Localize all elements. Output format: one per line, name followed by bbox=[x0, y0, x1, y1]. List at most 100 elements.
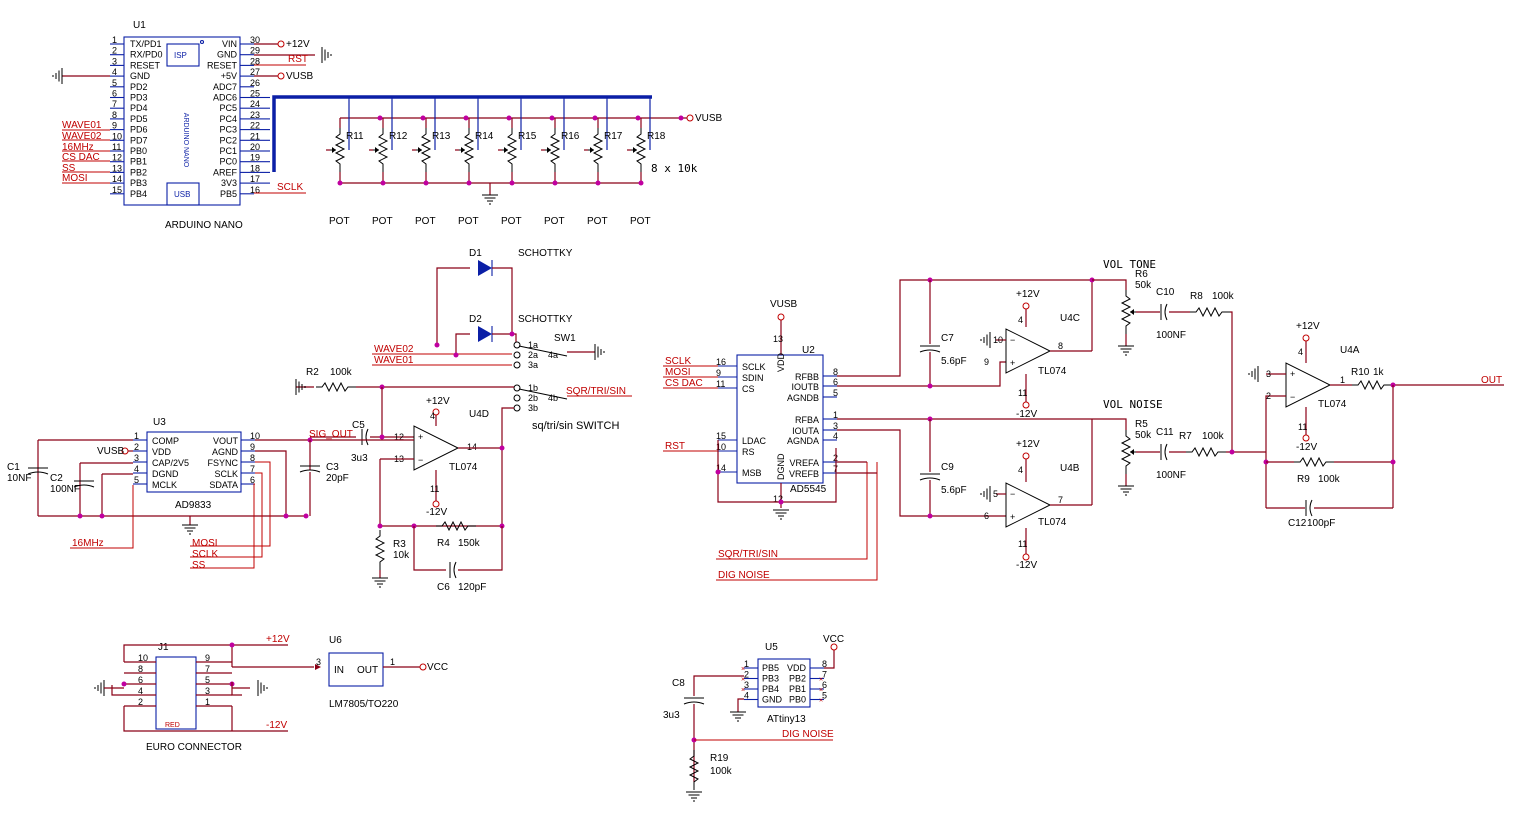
u4a-pin-inn: 2 bbox=[1266, 391, 1271, 401]
u3-pin-num: 10 bbox=[250, 431, 260, 441]
no-connect-icon: × bbox=[741, 666, 745, 673]
no-connect-icon: × bbox=[819, 698, 823, 705]
u1-pin-label: GND bbox=[217, 50, 238, 60]
j1-pin-num: 6 bbox=[138, 675, 143, 685]
sw-pin-2a: 2a bbox=[528, 350, 538, 360]
u1-pin-num: 17 bbox=[250, 174, 260, 184]
u1-pin-num: 29 bbox=[250, 46, 260, 56]
u3-ref: U3 bbox=[153, 417, 166, 428]
u4a-out-net: OUT bbox=[1481, 375, 1502, 386]
u2-pin-num: 3 bbox=[833, 421, 838, 431]
u2-pin-num: 14 bbox=[716, 463, 726, 473]
r6-value: 50k bbox=[1135, 280, 1152, 291]
sw-pin-1b: 1b bbox=[528, 383, 538, 393]
u1-pin-num: 24 bbox=[250, 99, 260, 109]
u4a-stage: 3 2 1 R10 1k OUT R9 100k C12 100pF +12V … bbox=[1248, 321, 1504, 529]
sw-pin-3b: 3b bbox=[528, 403, 538, 413]
sw-ref: SW1 bbox=[554, 333, 576, 344]
u3-pin-num: 9 bbox=[250, 442, 255, 452]
j1-p12-net: +12V bbox=[266, 634, 290, 645]
u3-pin-num: 6 bbox=[250, 475, 255, 485]
u1-pin-label: PB1 bbox=[130, 157, 147, 167]
u1-right-pins: 30VIN29GND28RESET27+5V26ADC725ADC624PC52… bbox=[207, 35, 260, 199]
r7-value: 100k bbox=[1202, 431, 1225, 442]
pot-symbol bbox=[329, 127, 345, 173]
u1-pin-num: 11 bbox=[112, 142, 121, 152]
u5-pin-label: VDD bbox=[787, 663, 807, 673]
u2-net-sqr: SQR/TRI/SIN bbox=[718, 549, 778, 560]
u4a-pin-vee: 11 bbox=[1298, 422, 1307, 432]
u1-pin-num: 9 bbox=[112, 121, 117, 131]
u1-pin-label: PC0 bbox=[219, 157, 237, 167]
u4a-name: TL074 bbox=[1318, 399, 1347, 410]
d1-type: SCHOTTKY bbox=[518, 248, 573, 259]
u2-pin-label: SCLK bbox=[742, 362, 766, 372]
u4c-pin-vee: 11 bbox=[1018, 388, 1027, 398]
u1-pin-num: 30 bbox=[250, 35, 260, 45]
vol-tone-label: VOL TONE bbox=[1103, 258, 1156, 271]
r5-ref: R5 bbox=[1135, 419, 1148, 430]
pot-label: POT bbox=[372, 216, 393, 227]
u4b-pin-inp: 5 bbox=[993, 489, 998, 499]
u1-pin-label: GND bbox=[130, 71, 151, 81]
u4d-ref: U4D bbox=[469, 409, 489, 420]
u2-pin-num: 10 bbox=[716, 442, 726, 452]
u3-pin-label: AGND bbox=[212, 447, 239, 457]
u1-sclk-net: SCLK bbox=[277, 182, 303, 193]
u1-pin-num: 16 bbox=[250, 185, 260, 195]
u1-pin-num: 26 bbox=[250, 78, 260, 88]
u1-usb-label: USB bbox=[174, 190, 190, 199]
r2-ref: R2 bbox=[306, 367, 319, 378]
pot-label: POT bbox=[587, 216, 608, 227]
u5-pin-num: 4 bbox=[744, 691, 749, 701]
no-connect-icon: × bbox=[819, 687, 823, 694]
c8-ref: C8 bbox=[672, 678, 685, 689]
u2-vusb: VUSB bbox=[770, 299, 798, 310]
u3-vusb: VUSB bbox=[97, 446, 125, 457]
adc-bus bbox=[254, 95, 652, 184]
u6-vcc: VCC bbox=[427, 662, 448, 673]
u1-pin-num: 5 bbox=[112, 78, 117, 88]
sw-net-wave02: WAVE02 bbox=[374, 344, 414, 355]
u1-pin-label: PB3 bbox=[130, 178, 147, 188]
sw-sqr-net: SQR/TRI/SIN bbox=[566, 386, 626, 397]
u3-pin-num: 1 bbox=[134, 431, 139, 441]
pot-ref: R18 bbox=[647, 131, 666, 142]
u5-pin-num: 5 bbox=[822, 691, 827, 701]
u4c-pin-vcc: 4 bbox=[1018, 315, 1023, 325]
u3-sigout: SIG_OUT bbox=[309, 429, 353, 440]
no-connect-icon: × bbox=[741, 677, 745, 684]
u1-pin-num: 1 bbox=[112, 35, 117, 45]
sw-pin-2b: 2b bbox=[528, 393, 538, 403]
u2-pin-num: 5 bbox=[833, 388, 838, 398]
u1-pin-label: +5V bbox=[221, 71, 237, 81]
r9-value: 100k bbox=[1318, 474, 1341, 485]
u5-pin-num: 8 bbox=[822, 659, 827, 669]
u4b-vn: -12V bbox=[1016, 560, 1037, 571]
j1-pin-num: 1 bbox=[205, 697, 210, 707]
u2-pin-label: IOUTA bbox=[792, 426, 819, 436]
u4b-pin-vee: 11 bbox=[1018, 539, 1027, 549]
u5-pin-label: PB3 bbox=[762, 674, 779, 684]
c3-ref: C3 bbox=[326, 462, 339, 473]
u4d-stage: R2 100k C5 3u3 12 13 14 +12V 4 -12V 11 U… bbox=[295, 367, 514, 593]
u2-pin-label: SDIN bbox=[742, 373, 764, 383]
u4b-name: TL074 bbox=[1038, 517, 1067, 528]
sw-pin-4a: 4a bbox=[548, 350, 558, 360]
u1-pin-label: TX/PD1 bbox=[130, 39, 162, 49]
c7-ref: C7 bbox=[941, 333, 954, 344]
u2-pin-label: MSB bbox=[742, 468, 762, 478]
u1-pin-num: 15 bbox=[112, 185, 122, 195]
u2-pin-label: LDAC bbox=[742, 436, 767, 446]
pot-label: POT bbox=[544, 216, 565, 227]
c12-value: 100pF bbox=[1307, 518, 1335, 529]
u6-pin-out: 1 bbox=[390, 657, 395, 667]
u1-pin-label: RX/PD0 bbox=[130, 50, 163, 60]
u3-pin-label: SDATA bbox=[209, 480, 238, 490]
u4c-name: TL074 bbox=[1038, 366, 1067, 377]
u3-pin-label: SCLK bbox=[214, 469, 238, 479]
u2-dgnd-label: DGND bbox=[776, 453, 786, 480]
u2-name: AD5545 bbox=[790, 484, 827, 495]
